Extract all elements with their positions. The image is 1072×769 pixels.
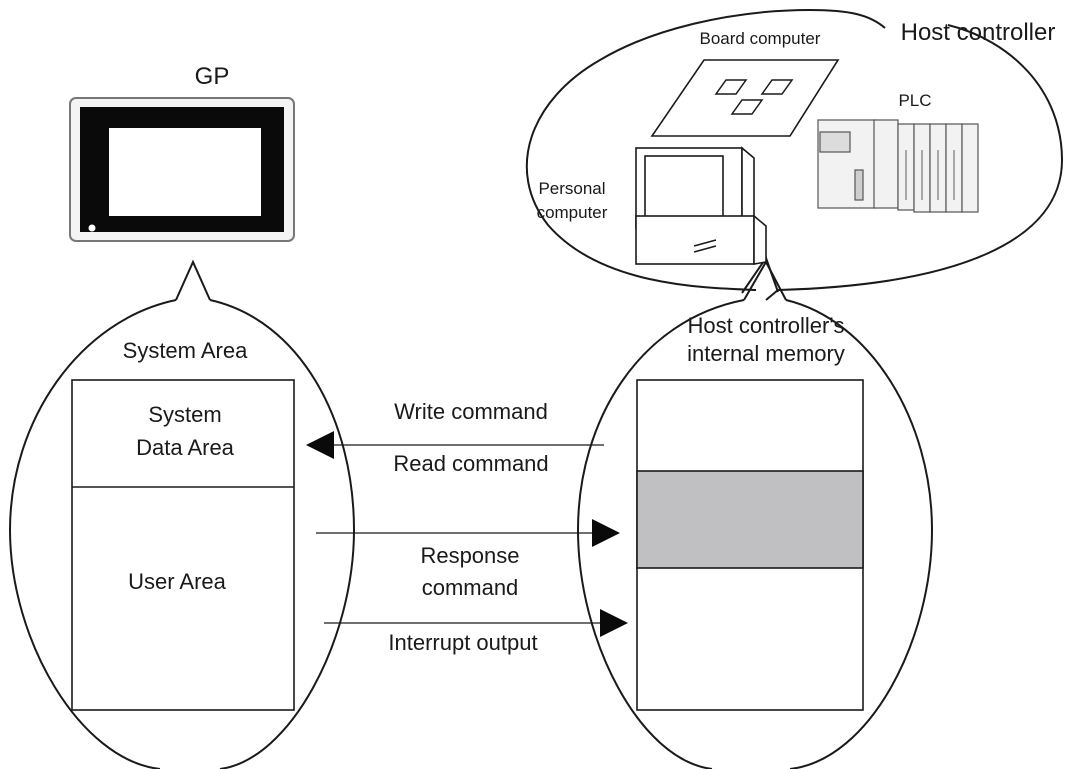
response-command-label-2: command [422, 575, 519, 600]
personal-computer-label-2: computer [537, 203, 608, 222]
board-computer-label: Board computer [700, 29, 821, 48]
memory-bubble-pointer [743, 259, 787, 301]
plc-label: PLC [898, 91, 931, 110]
host-controller-label: Host controller [901, 19, 1056, 46]
user-area-label: User Area [128, 569, 227, 594]
host-controller-bubble [525, 8, 1064, 301]
system-data-area-label-1: System [148, 402, 221, 427]
system-area-bubble [8, 299, 356, 769]
interrupt-output-label: Interrupt output [388, 630, 537, 655]
gp-panel-icon [69, 97, 295, 242]
response-arrow [316, 519, 620, 547]
plc-icon [817, 119, 979, 213]
interrupt-arrow [324, 609, 628, 637]
read-command-label: Read command [393, 451, 548, 476]
gp-label: GP [195, 63, 230, 90]
system-bubble-pointer [175, 259, 211, 301]
write-read-arrow [306, 431, 604, 459]
personal-computer-label-1: Personal [538, 179, 605, 198]
personal-computer-icon [635, 146, 767, 265]
system-area-label: System Area [123, 338, 248, 363]
write-command-label: Write command [394, 399, 548, 424]
response-command-label-1: Response [420, 543, 519, 568]
memory-title-2: internal memory [687, 341, 845, 366]
memory-highlight-block [636, 470, 864, 569]
system-data-area-label-2: Data Area [136, 435, 235, 460]
board-computer-icon [650, 59, 840, 137]
memory-bubble [576, 299, 934, 769]
system-area-box [71, 379, 295, 711]
memory-title-1: Host controller's [687, 313, 844, 338]
